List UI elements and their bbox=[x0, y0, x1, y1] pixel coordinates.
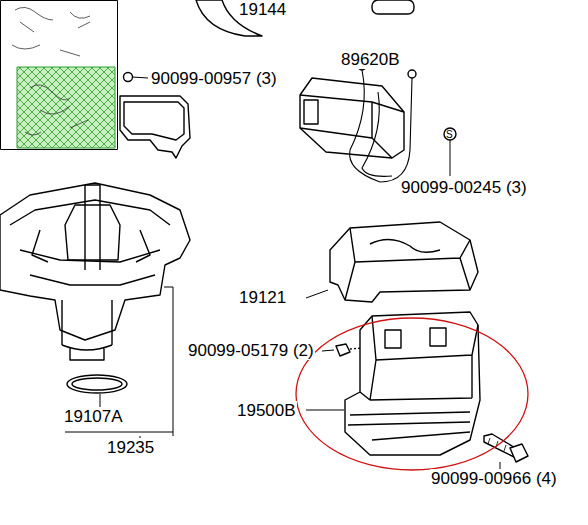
igniter-module bbox=[300, 62, 416, 182]
part-number: 90099-00957 (3) bbox=[150, 69, 278, 88]
part-number: 90099-00966 (4) bbox=[430, 469, 558, 488]
part-number: 90099-05179 (2) bbox=[187, 341, 315, 360]
screw bbox=[124, 73, 149, 82]
distributor-housing bbox=[0, 183, 190, 360]
part-number: 19235 bbox=[106, 438, 155, 457]
part-number: 89620B bbox=[340, 50, 401, 69]
part-number: 19107A bbox=[63, 407, 124, 426]
highlight-ellipse bbox=[296, 318, 528, 470]
o-ring-inner bbox=[72, 378, 122, 390]
part-number: 19500B bbox=[236, 401, 297, 420]
top-part-edge bbox=[372, 0, 414, 14]
part-number: 19121 bbox=[238, 288, 287, 307]
part-number: 90099-00245 (3) bbox=[400, 178, 528, 197]
screw: S bbox=[444, 128, 456, 176]
cover-gasket bbox=[120, 96, 190, 158]
thumbnail-inset bbox=[1, 1, 118, 150]
o-ring bbox=[67, 375, 127, 393]
part-number: 19144 bbox=[238, 0, 287, 19]
ignition-coil bbox=[306, 312, 480, 455]
coil-cover bbox=[306, 222, 478, 302]
svg-text:S: S bbox=[446, 129, 453, 140]
nut bbox=[322, 344, 362, 356]
